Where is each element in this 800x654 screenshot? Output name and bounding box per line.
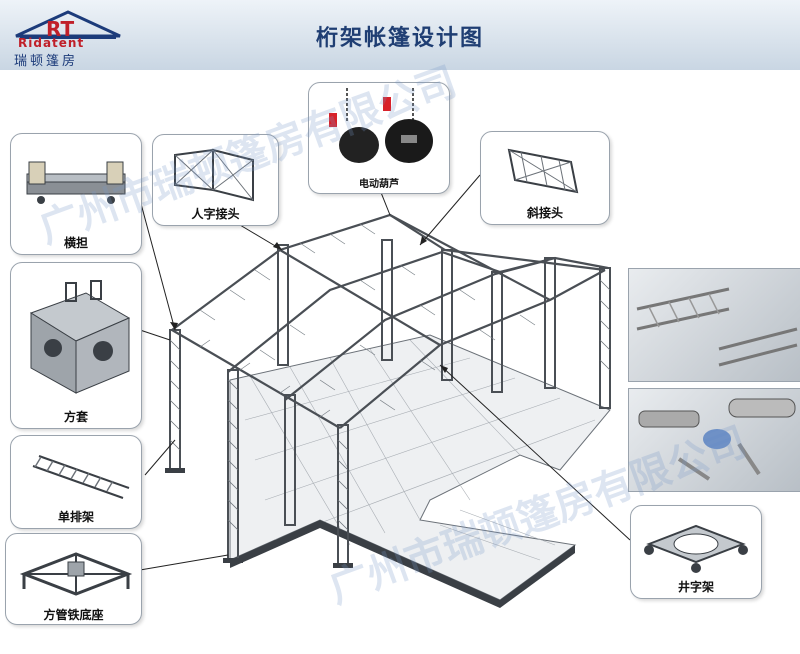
- callout-base: 方管铁底座: [5, 533, 142, 625]
- label-single-truss: 单排架: [11, 508, 141, 525]
- callout-chain-hoist: 电动葫芦: [308, 82, 450, 194]
- truss-sections-illustration: [629, 269, 800, 381]
- label-chain-hoist: 电动葫芦: [309, 175, 449, 190]
- cross-frame-illustration: [631, 506, 761, 578]
- callout-single-truss: 单排架: [10, 435, 142, 529]
- label-cross-frame: 井字架: [631, 578, 761, 595]
- label-base: 方管铁底座: [6, 606, 141, 623]
- crossbar-illustration: [11, 134, 141, 234]
- connectors-illustration: [629, 389, 800, 491]
- callout-cross-frame: 井字架: [630, 505, 762, 599]
- stage-floor: [230, 335, 610, 600]
- callout-crossbar: 横担: [10, 133, 142, 255]
- oblique-joint-illustration: [481, 132, 609, 204]
- square-sleeve-illustration: [11, 263, 141, 403]
- callout-square-sleeve: 方套: [10, 262, 142, 429]
- callout-oblique-joint: 斜接头: [480, 131, 610, 225]
- label-herringbone-joint: 人字接头: [153, 205, 278, 222]
- label-crossbar: 横担: [11, 234, 141, 251]
- herringbone-joint-illustration: [153, 135, 278, 205]
- chain-hoist-illustration: [309, 83, 449, 175]
- single-truss-illustration: [11, 436, 141, 506]
- photo-connectors: [628, 388, 800, 492]
- photo-truss-sections: [628, 268, 800, 382]
- label-square-sleeve: 方套: [11, 408, 141, 425]
- callout-herringbone-joint: 人字接头: [152, 134, 279, 226]
- label-oblique-joint: 斜接头: [481, 204, 609, 221]
- base-illustration: [6, 534, 141, 604]
